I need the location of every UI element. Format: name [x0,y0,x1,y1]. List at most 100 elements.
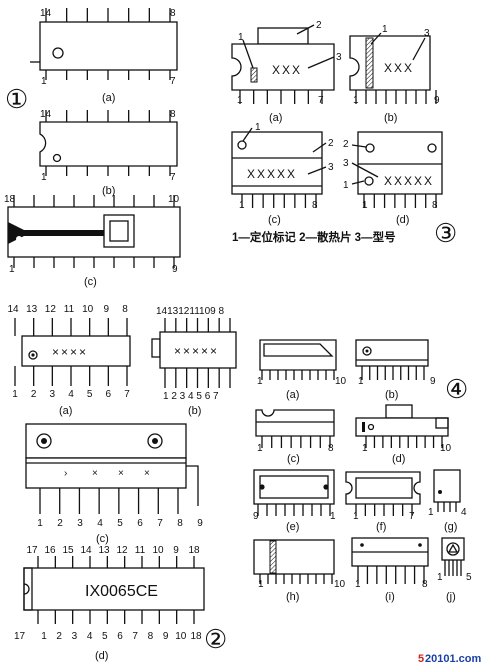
g2d-bottom-pin-18: 18 [190,631,202,642]
g1b-pin-8: 8 [170,109,176,120]
g4i-caption: (i) [385,591,395,603]
g2d-top-pin-18: 18 [188,545,200,556]
g2d-top-pin-13: 13 [98,545,110,556]
g3d-pin-1: 1 [362,200,368,211]
g2d-top-pin-9: 9 [173,545,179,556]
g2a-top-pin-10: 10 [82,304,94,315]
g3c-caption: (c) [268,214,281,226]
group-label-4: ④ [445,374,468,404]
site-watermark: 5 20101.com [418,653,481,665]
g1-package-a: 14 8 1 7 (a) [30,8,178,104]
g3b-locator-mark [365,37,374,89]
g3b-label-1: 1 [382,24,388,35]
g2d-bottom-pin-6: 6 [117,631,123,642]
g2c-pin-9: 9 [197,518,203,529]
g2a-bottom-pin-7: 7 [124,389,130,400]
g3a-caption: (a) [269,112,282,124]
g3c-pin-8: 8 [312,200,318,211]
g1a-caption: (a) [102,92,115,104]
g4g-pin-1: 1 [428,507,434,518]
g3c-label-1: 1 [255,122,261,133]
g3a-type-mark: XXX [272,63,302,77]
g2c-pin-7: 7 [157,518,163,529]
g2d-top-pin-10: 10 [152,545,164,556]
g4d-pin-10: 10 [440,443,452,454]
g4c-pin-8: 8 [328,443,334,454]
g4a-pin-10: 10 [335,376,347,387]
g1a-body [39,21,178,71]
g4b-pin-9: 9 [430,376,436,387]
g1c-window-inner [109,220,129,242]
g2a-bottom-pin-3: 3 [50,389,56,400]
g4h-caption: (h) [286,591,299,603]
g3d-type-mark: XXXXX [384,174,434,188]
g1b-pin-1: 1 [41,172,47,183]
g2c-heatsink [25,423,187,459]
g2d-bottom-pin-5: 5 [102,631,108,642]
g2c-pin-2: 2 [57,518,63,529]
g4f-caption: (f) [376,521,386,533]
g1c-pin-18: 18 [4,194,16,205]
g2d-bottom-pin-9: 9 [163,631,169,642]
g2c-type-mark-4: × [144,468,150,479]
g2b-body [159,331,237,369]
g3a-locator-mark [250,67,258,83]
g2a-bottom-pin-6: 6 [106,389,112,400]
g2c-pin-1: 1 [37,518,43,529]
g3d-locator-mark [364,176,374,186]
g4a-pin-1: 1 [257,376,263,387]
g1c-pin-9: 9 [172,264,178,275]
g2d-top-pin-11: 11 [135,545,146,556]
g2c-pin-6: 6 [137,518,143,529]
g4f-body [345,471,421,505]
g2b-type-mark: ××××× [174,344,219,358]
g4d-body [355,417,449,437]
g1-package-c: 18 10 1 9 (c) [4,194,181,288]
g1-package-b: 14 8 1 7 (b) [39,109,178,197]
g4-package-e: 9 1 (e) [253,469,336,533]
g4j-body [441,537,465,561]
g2b-top-pins: 14131211109 8 [156,306,224,317]
g4b-pin-1: 1 [358,376,364,387]
g4-package-j: 1 5 (j) [437,537,472,603]
g1c-pin-1: 1 [9,264,15,275]
g2a-bottom-pin-2: 2 [31,389,37,400]
g2c-pin-4: 4 [97,518,103,529]
g4e-body [253,469,335,505]
g4j-pin-5: 5 [466,572,472,583]
watermark-domain: 20101.com [425,653,481,665]
group-label-2: ② [204,624,227,654]
g4b-body [355,339,429,367]
g4-package-c: 1 8 (c) [255,409,335,465]
g3a-heatsink [257,27,309,45]
g4-package-i: 1 8 (i) [351,537,429,603]
g2d-top-pin-14: 14 [80,545,92,556]
g2c-pin-5: 5 [117,518,123,529]
g4e-caption: (e) [286,521,299,533]
g2a-bottom-pin-1: 1 [12,389,18,400]
g4i-pin-1: 1 [355,579,361,590]
g4e-pin-9: 9 [253,511,259,522]
group-label-3: ③ [434,218,457,248]
g2d-bottom-left-pin-17: 17 [14,631,26,642]
g4a-body [259,339,337,371]
g1b-pin1-dot [52,153,62,163]
g1a-pin-7: 7 [170,76,176,87]
g1a-pin-14: 14 [40,8,52,19]
g3-package-a: XXX 2 3 1 1 7 (a) [231,20,342,124]
g4e-pin-1: 1 [330,511,336,522]
g2d-top-pin-17: 17 [26,545,38,556]
g2d-bottom-pin-4: 4 [87,631,93,642]
g3d-pin-8: 8 [432,200,438,211]
g2a-body [21,335,131,367]
g3-package-c: XXXXX 1 2 3 1 8 (c) [231,122,334,226]
g4f-pin-7: 7 [409,511,415,522]
g3b-label-3: 3 [424,28,430,39]
g4b-caption: (b) [385,389,398,401]
g4j-caption: (j) [446,591,456,603]
g4-package-f: 1 7 (f) [345,471,421,533]
